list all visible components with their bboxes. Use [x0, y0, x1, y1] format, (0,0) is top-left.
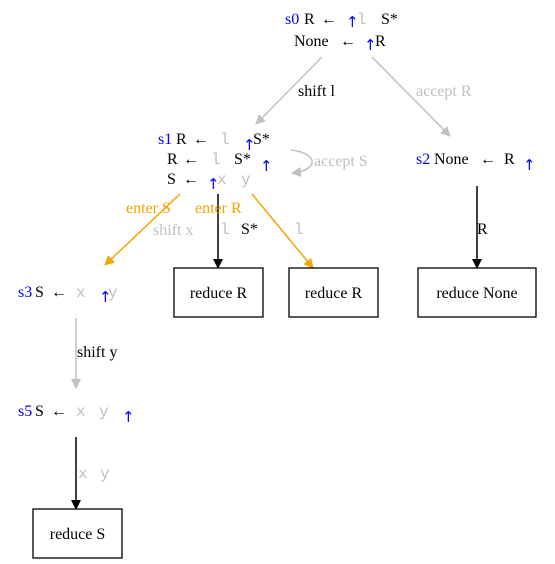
edge-label-s-star: S* — [241, 221, 258, 238]
state-id: s3 — [18, 284, 32, 301]
edge-label-l: l — [220, 221, 230, 239]
caret-marker: ↑ — [207, 175, 220, 193]
item-lhs: S — [35, 403, 44, 420]
item-lhs: R — [304, 11, 315, 28]
reduce-box-label: reduce R — [305, 285, 363, 302]
edge-label-enter-s: enter S — [126, 200, 171, 217]
edge-s2-reduce-none: R — [472, 186, 488, 269]
caret-marker: ↑ — [346, 13, 359, 31]
produces-arrow: ← — [183, 171, 199, 188]
edge-s0-s2: accept R — [371, 56, 472, 137]
caret-marker: ↑ — [99, 288, 112, 306]
reduce-box-label: reduce S — [50, 526, 106, 543]
edge-label-enter-r: enter R — [195, 200, 242, 217]
reduce-box-label: reduce R — [190, 285, 248, 302]
item-lhs: R — [167, 151, 178, 168]
edge-s3-s5: shift y — [71, 318, 117, 389]
state-s3: s3 S ← x ↑ y — [18, 284, 118, 306]
produces-arrow: ← — [183, 151, 199, 168]
caret-marker: ↑ — [243, 136, 256, 154]
item-token: x — [76, 403, 86, 421]
item-token: l — [211, 151, 221, 169]
produces-arrow: ← — [51, 403, 67, 420]
produces-arrow: ← — [51, 284, 67, 301]
edge-label-accept-s: accept S — [314, 153, 368, 170]
item-lhs: None — [294, 33, 329, 50]
caret-marker: ↑ — [364, 36, 377, 54]
edge-s1-self-loop: accept S — [290, 149, 368, 178]
item-token: y — [99, 403, 109, 421]
edge-label-x: x — [78, 465, 88, 483]
item-token: x — [217, 171, 227, 189]
state-s1: s1 R ← l ↑ S* R ← l S* ↑ S ← ↑ x y — [158, 131, 273, 193]
edge-s1-reduce-r1: enter R l S* — [195, 194, 258, 269]
item-lhs: S — [35, 284, 44, 301]
edge-s5-reduce-s: x y — [71, 437, 110, 510]
produces-arrow: ← — [480, 151, 496, 168]
item-token: S* — [234, 151, 251, 168]
edge-label-accept-r: accept R — [416, 83, 472, 100]
reduce-box-s: reduce S — [32, 508, 123, 559]
item-token: R — [504, 151, 515, 168]
reduce-box-r: reduce R — [173, 267, 264, 318]
produces-arrow: ← — [193, 131, 209, 148]
item-lhs: None — [434, 151, 469, 168]
state-id: s1 — [158, 131, 172, 148]
edge-s1-s3: enter S shift x — [104, 193, 193, 266]
state-id: s0 — [285, 11, 299, 28]
reduce-box-r-2: reduce R — [288, 267, 379, 318]
state-id: s5 — [18, 403, 32, 420]
item-token: S* — [253, 131, 270, 148]
caret-marker: ↑ — [122, 408, 135, 426]
state-id: s2 — [416, 151, 430, 168]
item-token: R — [375, 33, 386, 50]
reduce-box-label: reduce None — [436, 285, 517, 302]
edge-label-shift-x: shift x — [153, 222, 193, 239]
edge-s1-reduce-r2: l — [251, 193, 314, 269]
item-token: l — [357, 11, 367, 29]
caret-marker: ↑ — [260, 157, 273, 175]
caret-marker: ↑ — [523, 156, 536, 174]
state-s0: s0 R ← ↑ l S* None ← ↑ R — [285, 11, 398, 54]
state-s2: s2 None ← R ↑ — [416, 151, 536, 174]
produces-arrow: ← — [340, 33, 356, 50]
item-token: x — [76, 284, 86, 302]
edge-s0-s1: shift l — [255, 56, 335, 125]
item-token: S* — [381, 11, 398, 28]
edge-label-shift-l: shift l — [298, 83, 335, 100]
item-token: y — [241, 171, 251, 189]
item-token: l — [220, 131, 230, 149]
reduce-box-none: reduce None — [417, 267, 537, 318]
edge-label-y: y — [100, 465, 110, 483]
item-lhs: R — [176, 131, 187, 148]
item-token: y — [108, 284, 118, 302]
state-s5: s5 S ← x y ↑ — [18, 403, 135, 426]
produces-arrow: ← — [321, 11, 337, 28]
edge-label-shift-y: shift y — [77, 344, 117, 361]
item-lhs: S — [167, 171, 176, 188]
edge-label-r: R — [477, 221, 488, 238]
edge-label-l-2: l — [294, 221, 304, 239]
